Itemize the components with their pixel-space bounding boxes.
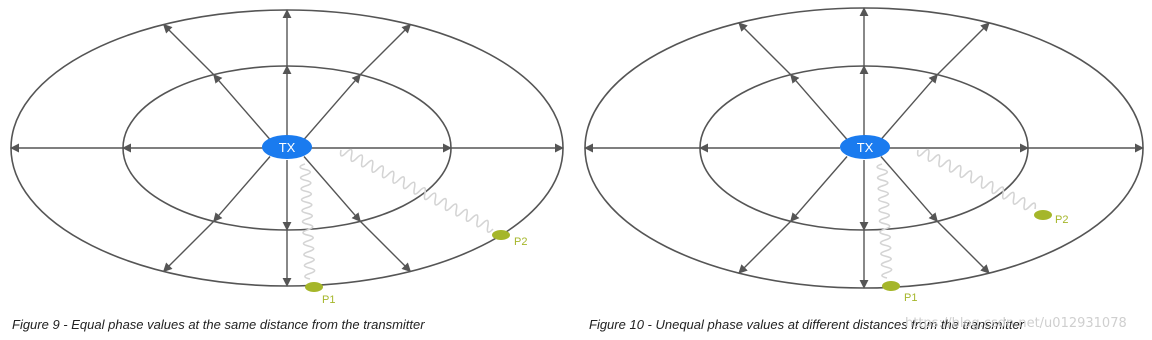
arrow-outer-upper-right bbox=[936, 22, 990, 76]
point-p1 bbox=[882, 281, 900, 291]
arrow-inner-lower-right bbox=[303, 156, 361, 223]
arrow-inner-lower-left bbox=[213, 156, 271, 223]
arrow-outer-upper-left bbox=[738, 22, 792, 76]
wave-to-p1 bbox=[876, 163, 893, 279]
propagation-arrows bbox=[10, 9, 564, 287]
arrow-outer-lower-left bbox=[162, 220, 215, 273]
arrow-inner-upper-right bbox=[303, 73, 361, 140]
arrow-inner-upper-left bbox=[213, 73, 271, 140]
arrow-inner-upper-right bbox=[880, 73, 938, 140]
figure-10-diagram: TX P1 P2 bbox=[584, 7, 1144, 304]
tx-label: TX bbox=[279, 140, 296, 155]
point-p2 bbox=[1034, 210, 1052, 220]
arrow-outer-upper-right bbox=[359, 23, 412, 76]
arrow-inner-lower-left bbox=[790, 156, 848, 223]
figure-10-caption: Figure 10 - Unequal phase values at diff… bbox=[589, 317, 1024, 332]
watermark-text: https://blog.csdn.net/u012931078 bbox=[905, 316, 1127, 331]
point-p2 bbox=[492, 230, 510, 240]
point-p2-label: P2 bbox=[1055, 214, 1068, 226]
point-p1-label: P1 bbox=[904, 292, 917, 304]
figure-9-diagram: TX P1 P2 bbox=[10, 9, 564, 306]
arrow-outer-upper-left bbox=[162, 23, 215, 76]
wave-to-p2 bbox=[339, 148, 494, 233]
figure-9-caption: Figure 9 - Equal phase values at the sam… bbox=[12, 317, 425, 332]
arrow-outer-lower-left bbox=[738, 220, 792, 274]
wave-to-p1 bbox=[299, 163, 316, 280]
propagation-arrows bbox=[584, 7, 1144, 289]
arrow-outer-lower-right bbox=[936, 220, 990, 274]
wave-to-p2 bbox=[916, 148, 1037, 211]
tx-node bbox=[262, 135, 312, 159]
point-p1 bbox=[305, 282, 323, 292]
arrow-outer-lower-right bbox=[359, 220, 412, 273]
point-p1-label: P1 bbox=[322, 294, 335, 306]
arrow-inner-upper-left bbox=[790, 73, 848, 140]
tx-label: TX bbox=[857, 140, 874, 155]
arrow-inner-lower-right bbox=[880, 156, 938, 223]
tx-node bbox=[840, 135, 890, 159]
point-p2-label: P2 bbox=[514, 236, 527, 248]
